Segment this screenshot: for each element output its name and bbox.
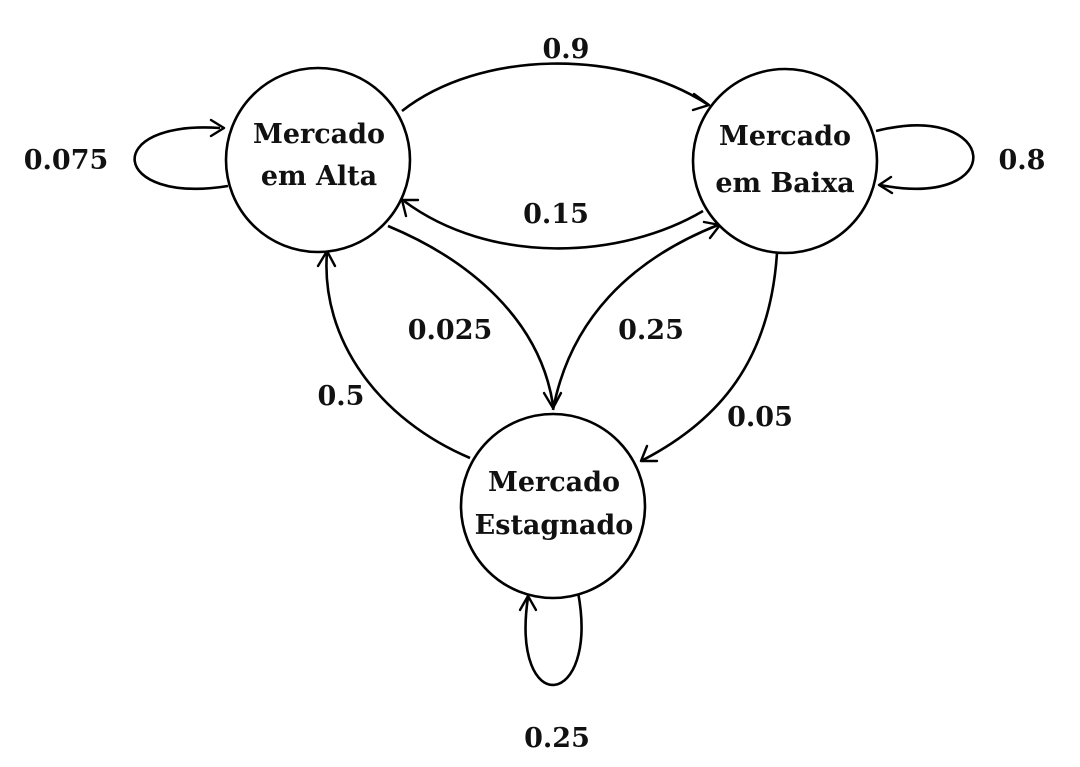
label-alta-to-baixa: 0.9 <box>543 34 590 65</box>
node-mercado-em-baixa: Mercado em Baixa <box>691 67 879 255</box>
label-baixa-to-estagnado: 0.05 <box>727 402 793 433</box>
node-alta-line2: em Alta <box>261 161 377 192</box>
arrowhead-baixa-to-estagnado <box>639 444 659 463</box>
label-baixa-self-loop: 0.8 <box>999 145 1046 176</box>
label-alta-self-loop: 0.075 <box>24 145 109 176</box>
arrowhead-baixa-self-loop <box>877 175 894 195</box>
node-estagnado-line2: Estagnado <box>475 510 634 541</box>
node-baixa-line1: Mercado <box>719 121 851 152</box>
arrowhead-alta-to-baixa <box>691 92 711 112</box>
edge-alta-to-estagnado <box>387 224 555 406</box>
arrowhead-alta-self-loop <box>209 118 226 138</box>
arrowhead-estagnado-self-loop <box>518 594 538 612</box>
edge-estagnado-to-alta <box>325 251 471 460</box>
edge-estagnado-to-baixa <box>551 223 719 411</box>
label-baixa-to-alta: 0.15 <box>523 199 589 230</box>
edge-estagnado-self-loop <box>524 591 583 687</box>
label-estagnado-to-alta: 0.5 <box>318 381 365 412</box>
edge-baixa-to-alta <box>403 199 704 250</box>
node-alta-line1: Mercado <box>253 119 385 150</box>
node-estagnado-line1: Mercado <box>488 467 620 498</box>
node-mercado-estagnado: Mercado Estagnado <box>459 412 647 600</box>
node-baixa-line2: em Baixa <box>715 168 854 199</box>
edge-baixa-self-loop <box>875 124 975 191</box>
label-estagnado-to-baixa: 0.25 <box>618 315 684 346</box>
label-estagnado-self-loop: 0.25 <box>524 723 590 754</box>
node-mercado-em-alta: Mercado em Alta <box>224 66 412 254</box>
edge-alta-to-baixa <box>401 62 708 113</box>
label-alta-to-estagnado: 0.025 <box>408 315 493 346</box>
edge-alta-self-loop <box>133 126 229 191</box>
edge-baixa-to-estagnado <box>642 252 779 462</box>
